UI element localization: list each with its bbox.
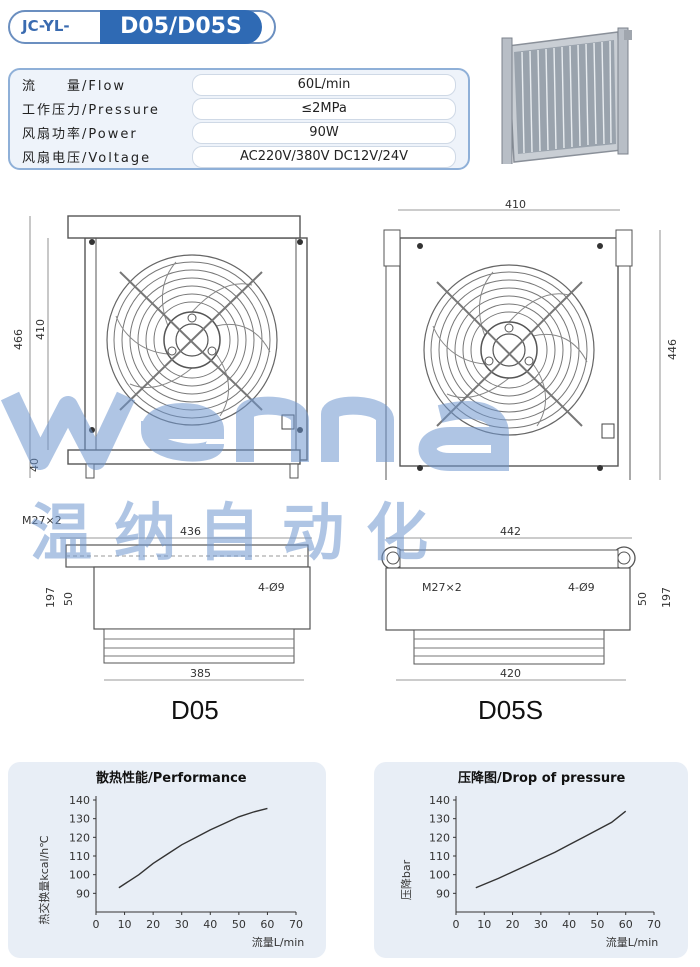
d05s-holes: 4-Ø9 <box>568 581 595 594</box>
y-tick-label: 100 <box>69 869 90 882</box>
y-axis-label: 热交换量kcal/h℃ <box>37 835 51 924</box>
x-tick-label: 70 <box>647 918 661 931</box>
x-tick-label: 20 <box>146 918 160 931</box>
y-axis-label: 压降bar <box>399 859 413 900</box>
x-axis-label: 流量L/min <box>252 935 305 949</box>
x-tick-label: 10 <box>118 918 132 931</box>
y-tick-label: 90 <box>76 887 90 900</box>
performance-chart-title: 散热性能/Performance <box>96 771 247 786</box>
dim-d05-385: 385 <box>190 667 211 680</box>
pressure-chart-panel <box>374 762 688 958</box>
x-tick-label: 50 <box>590 918 604 931</box>
y-tick-label: 120 <box>69 831 90 844</box>
y-tick-label: 140 <box>69 794 90 807</box>
x-axis-label: 流量L/min <box>606 935 659 949</box>
x-tick-label: 20 <box>506 918 520 931</box>
performance-chart: 热交换量kcal/h℃ 流量L/min 0 10 20 30 40 50 60 70 140 13… <box>37 794 305 949</box>
caption-d05: D05 <box>171 695 219 725</box>
product-photo <box>501 27 632 164</box>
dim-d05s-50: 50 <box>636 592 649 606</box>
y-tick-label: 90 <box>436 887 450 900</box>
d05s-port: M27×2 <box>422 581 462 594</box>
x-tick-label: 60 <box>619 918 633 931</box>
technical-drawings: 466 410 40 410 446 M27×2 436 4-Ø9 50 197… <box>12 198 679 681</box>
spec-label: 风扇功率/Power <box>22 127 138 142</box>
spec-value: AC220V/380V DC12V/24V <box>192 146 456 168</box>
watermark-text: 温纳自动化 <box>30 496 451 569</box>
spec-row-flow: 流 量/Flow 60L/min <box>10 73 468 96</box>
dim-d05s-442: 442 <box>500 525 521 538</box>
caption-d05s: D05S <box>478 695 544 725</box>
d05-holes: 4-Ø9 <box>258 581 285 594</box>
x-tick-label: 30 <box>175 918 189 931</box>
x-tick-label: 0 <box>453 918 460 931</box>
series-line <box>475 810 627 889</box>
spec-value: 90W <box>192 122 456 144</box>
x-tick-label: 40 <box>562 918 576 931</box>
dim-d05s-197: 197 <box>660 587 673 608</box>
spec-row-power: 风扇功率/Power 90W <box>10 121 468 144</box>
dim-d05-466: 466 <box>12 329 25 350</box>
y-tick-label: 120 <box>429 831 450 844</box>
x-tick-label: 70 <box>289 918 303 931</box>
x-tick-label: 50 <box>232 918 246 931</box>
y-tick-label: 110 <box>429 850 450 863</box>
pressure-chart: 压降bar 流量L/min 0 10 20 30 40 50 60 70 140 130 120 11… <box>399 794 661 949</box>
model-name: D05/D05S <box>100 10 262 44</box>
dim-d05-50: 50 <box>62 592 75 606</box>
d05s-side-view <box>381 537 636 681</box>
spec-label: 工作压力/Pressure <box>22 103 160 118</box>
watermark-logo <box>0 391 509 471</box>
y-tick-label: 130 <box>429 813 450 826</box>
series-line <box>118 807 268 889</box>
y-tick-label: 140 <box>429 794 450 807</box>
spec-row-pressure: 工作压力/Pressure ≤2MPa <box>10 97 468 120</box>
spec-value: 60L/min <box>192 74 456 96</box>
dim-d05s-410: 410 <box>505 198 526 211</box>
x-tick-label: 40 <box>203 918 217 931</box>
model-prefix: JC-YL- <box>22 17 70 35</box>
dim-d05s-420: 420 <box>500 667 521 680</box>
x-tick-label: 30 <box>534 918 548 931</box>
d05-side-view <box>60 537 312 681</box>
spec-row-voltage: 风扇电压/Voltage AC220V/380V DC12V/24V <box>10 145 468 168</box>
x-tick-label: 60 <box>260 918 274 931</box>
spec-table: 流 量/Flow 60L/min 工作压力/Pressure ≤2MPa 风扇功… <box>8 68 470 170</box>
dim-d05-410: 410 <box>34 319 47 340</box>
dim-d05-197: 197 <box>44 587 57 608</box>
y-tick-label: 130 <box>69 813 90 826</box>
pressure-chart-title: 压降图/Drop of pressure <box>458 771 626 786</box>
dim-d05s-446: 446 <box>666 339 679 360</box>
y-tick-label: 100 <box>429 869 450 882</box>
d05s-front-view <box>383 209 661 480</box>
x-tick-label: 10 <box>477 918 491 931</box>
x-tick-label: 0 <box>93 918 100 931</box>
spec-label: 风扇电压/Voltage <box>22 151 152 166</box>
spec-label: 流 量/Flow <box>22 79 127 94</box>
performance-chart-panel <box>8 762 326 958</box>
spec-value: ≤2MPa <box>192 98 456 120</box>
y-tick-label: 110 <box>69 850 90 863</box>
d05-port: M27×2 <box>22 514 62 527</box>
dim-d05-436: 436 <box>180 525 201 538</box>
